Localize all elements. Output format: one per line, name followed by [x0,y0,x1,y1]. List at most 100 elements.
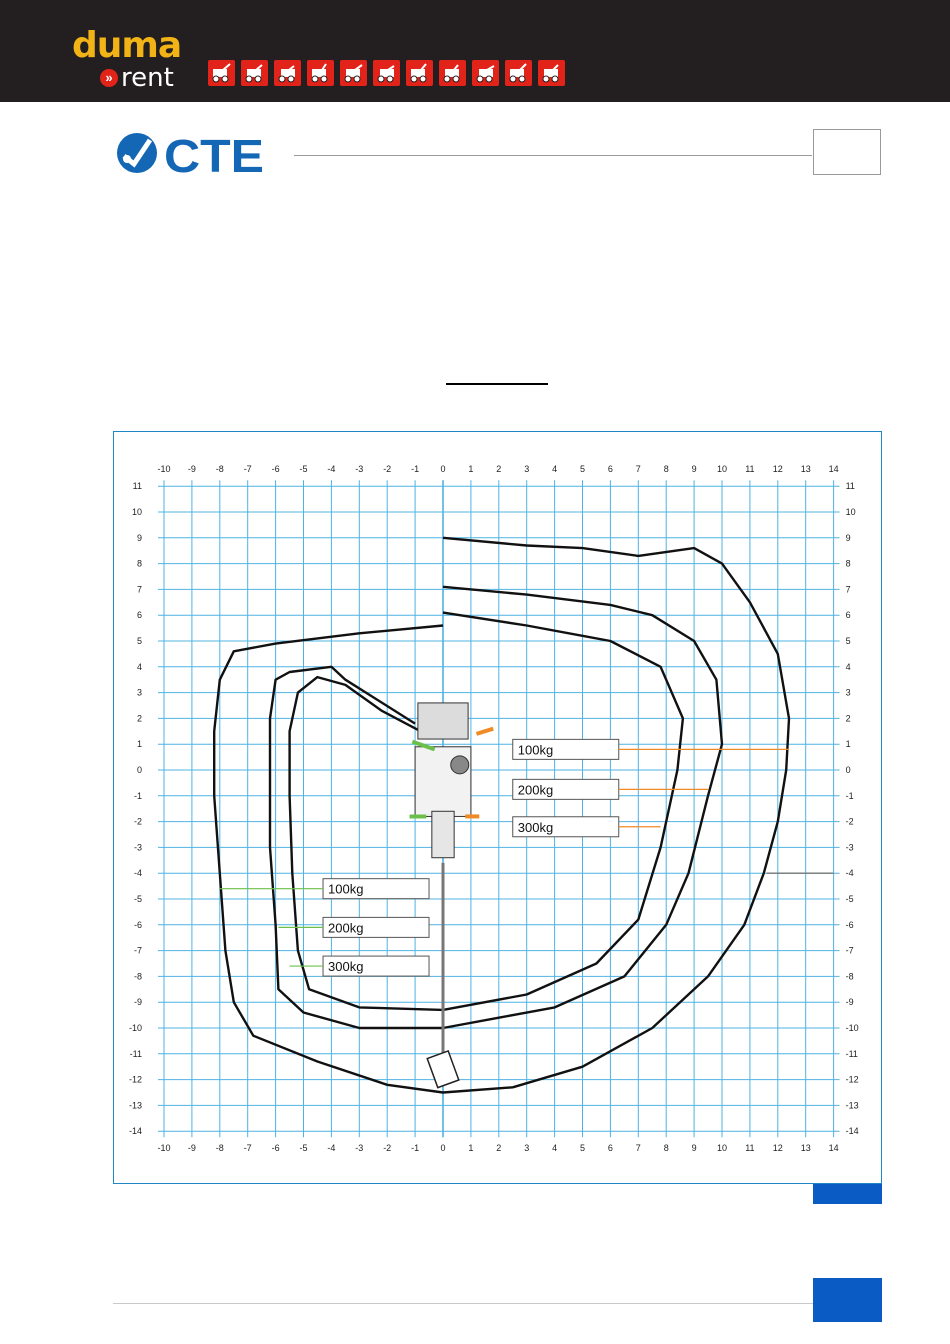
skid-loader-icon [208,60,235,86]
y-tick-label-left: -1 [134,791,142,801]
load-label-left-300kg-text: 300kg [328,959,363,974]
y-tick-label-right: -1 [846,791,854,801]
y-tick-label-left: -10 [129,1023,142,1033]
x-tick-label-top: -5 [299,464,307,474]
y-tick-label-right: -7 [846,946,854,956]
machine-icon-strip [208,60,565,86]
load-label-right-300kg: 300kg [512,816,661,838]
turret-icon [450,755,470,775]
x-tick-label-bottom: 10 [717,1143,727,1153]
y-tick-label-right: 6 [846,610,851,620]
x-tick-label-bottom: -1 [411,1143,419,1153]
cte-wordmark: CTE [164,130,264,176]
x-tick-label-top: 9 [692,464,697,474]
wheel-loader-icon [340,60,367,86]
y-tick-label-left: -13 [129,1100,142,1110]
dumper-icon [307,60,334,86]
blue-page-tab [813,1278,882,1322]
y-tick-label-left: 11 [133,481,142,491]
y-tick-label-right: -10 [846,1023,859,1033]
y-tick-label-left: -5 [134,894,142,904]
y-tick-label-right: 9 [846,533,851,543]
x-tick-label-bottom: 2 [496,1143,501,1153]
x-tick-label-bottom: 14 [829,1143,839,1153]
outrigger-green-front [411,739,436,752]
envelope-100kg [213,536,791,1094]
y-tick-label-left: -3 [134,842,142,852]
x-tick-label-top: -4 [327,464,335,474]
y-tick-label-right: -2 [846,817,854,827]
boom-base [431,810,455,859]
x-tick-label-bottom: -10 [157,1143,170,1153]
y-tick-label-right: -6 [846,920,854,930]
y-tick-label-left: -9 [134,997,142,1007]
y-tick-label-left: 7 [137,584,142,594]
spider-lift-icon [538,60,565,86]
x-tick-label-top: 0 [440,464,445,474]
y-tick-label-right: -11 [846,1049,858,1059]
x-tick-label-top: 8 [664,464,669,474]
x-tick-label-top: -10 [157,464,170,474]
x-tick-label-bottom: 9 [692,1143,697,1153]
duma-wordmark: duma [72,25,182,66]
y-tick-label-left: 0 [137,765,142,775]
x-tick-label-top: 7 [636,464,641,474]
x-tick-label-bottom: 6 [608,1143,613,1153]
y-tick-label-left: 9 [137,533,142,543]
duma-rent-logo: duma » rent [72,28,190,92]
platform-basket [417,702,469,740]
x-tick-label-top: -8 [216,464,224,474]
x-tick-label-bottom: -4 [327,1143,335,1153]
y-tick-label-right: 3 [846,688,851,698]
y-tick-label-right: -3 [846,842,854,852]
x-tick-label-bottom: 7 [636,1143,641,1153]
mini-excavator-icon [439,60,466,86]
y-tick-label-left: 8 [137,559,142,569]
y-tick-label-right: 2 [846,713,851,723]
y-tick-label-left: 6 [137,610,142,620]
x-tick-label-bottom: 3 [524,1143,529,1153]
blue-corner-tab [813,1184,882,1204]
envelope-300kg [288,611,685,1012]
y-tick-label-right: -14 [846,1126,859,1136]
load-label-left-100kg: 100kg [219,878,430,900]
rent-wordmark: rent [121,63,174,93]
y-tick-label-left: -2 [134,817,142,827]
y-tick-label-left: -11 [130,1049,142,1059]
rent-wordmark-row: » rent [100,64,174,92]
y-tick-label-left: -7 [134,946,142,956]
x-tick-label-bottom: -5 [299,1143,307,1153]
x-tick-label-top: 14 [829,464,839,474]
load-label-right-200kg: 200kg [512,778,709,800]
y-tick-label-left: 10 [132,507,142,517]
y-tick-label-left: -6 [134,920,142,930]
x-tick-label-top: 3 [524,464,529,474]
y-tick-label-right: -13 [846,1100,859,1110]
x-tick-label-top: -1 [411,464,419,474]
title-underline [446,383,548,385]
load-label-left-300kg: 300kg [289,955,430,977]
x-tick-label-top: 12 [773,464,783,474]
x-tick-label-bottom: -2 [383,1143,391,1153]
load-label-left-100kg-text: 100kg [328,882,363,897]
excavator-icon [406,60,433,86]
forklift-icon [241,60,268,86]
load-label-right-200kg-text: 200kg [518,782,553,797]
x-tick-label-bottom: -3 [355,1143,363,1153]
cte-logo-circle-icon [117,133,157,173]
x-tick-label-bottom: -8 [216,1143,224,1153]
working-range-chart-frame: -10-10-9-9-8-8-7-7-6-6-5-5-4-4-3-3-2-2-1… [113,431,882,1184]
x-tick-label-bottom: 5 [580,1143,585,1153]
x-tick-label-top: 4 [552,464,557,474]
y-tick-label-right: 5 [846,636,851,646]
x-tick-label-bottom: 4 [552,1143,557,1153]
x-tick-label-bottom: -6 [272,1143,280,1153]
x-tick-label-top: -6 [272,464,280,474]
y-tick-label-left: 2 [137,713,142,723]
y-tick-label-right: -12 [846,1075,859,1085]
x-tick-label-top: 1 [468,464,473,474]
working-range-chart: -10-10-9-9-8-8-7-7-6-6-5-5-4-4-3-3-2-2-1… [129,464,859,1153]
y-tick-label-right: -9 [846,997,854,1007]
y-tick-label-left: 5 [137,636,142,646]
load-label-right-300kg-text: 300kg [518,820,553,835]
